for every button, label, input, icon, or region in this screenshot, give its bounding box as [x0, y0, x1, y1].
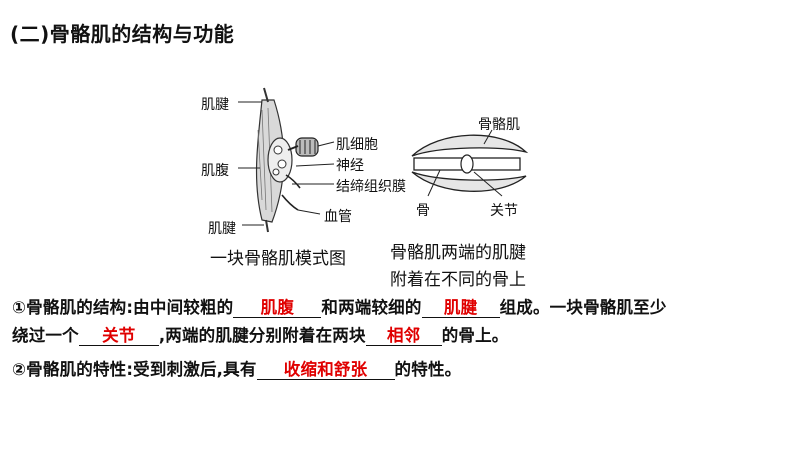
- label-tendon-top: 肌腱: [201, 97, 229, 113]
- q1-mid: 和两端较细的: [321, 298, 422, 317]
- label-nerve: 神经: [336, 158, 364, 174]
- label-bone: 骨: [416, 203, 430, 219]
- answer-blank-2: 肌腱: [421, 299, 500, 318]
- label-connective-membrane: 结缔组织膜: [336, 179, 406, 195]
- caption-joint-line1: 骨骼肌两端的肌腱: [390, 243, 526, 263]
- label-skeletal-muscle: 骨骼肌: [478, 117, 520, 133]
- q1-suffix: 组成。一块骨骼肌至少: [499, 298, 667, 317]
- label-joint: 关节: [490, 203, 518, 219]
- caption-joint-line2: 附着在不同的骨上: [390, 270, 526, 290]
- caption-muscle-model: 一块骨骼肌模式图: [210, 249, 346, 269]
- answer-blank-1: 肌腹: [233, 299, 322, 318]
- question-1-line2: 绕过一个关节,两端的肌腱分别附着在两块相邻的骨上。: [12, 322, 509, 346]
- q1b-mid: ,两端的肌腱分别附着在两块: [158, 326, 366, 345]
- label-tendon-bottom: 肌腱: [208, 221, 236, 237]
- q1b-prefix: 绕过一个: [12, 326, 79, 345]
- section-title: (二)骨骼肌的结构与功能: [10, 22, 235, 46]
- q1b-suffix: 的骨上。: [441, 326, 509, 345]
- question-2-line: ②骨骼肌的特性:受到刺激后,具有收缩和舒张的特性。: [12, 356, 461, 380]
- label-muscle-belly: 肌腹: [201, 163, 229, 179]
- q1-prefix: ①骨骼肌的结构:由中间较粗的: [12, 298, 234, 317]
- answer-blank-3: 关节: [78, 327, 159, 346]
- q2-prefix: ②骨骼肌的特性:受到刺激后,具有: [12, 360, 257, 379]
- answer-blank-5: 收缩和舒张: [256, 361, 395, 380]
- q2-suffix: 的特性。: [394, 360, 462, 379]
- answer-blank-4: 相邻: [365, 327, 442, 346]
- label-muscle-cell: 肌细胞: [336, 137, 378, 153]
- question-1-line1: ①骨骼肌的结构:由中间较粗的肌腹和两端较细的肌腱组成。一块骨骼肌至少: [12, 294, 667, 318]
- label-blood-vessel: 血管: [324, 209, 352, 225]
